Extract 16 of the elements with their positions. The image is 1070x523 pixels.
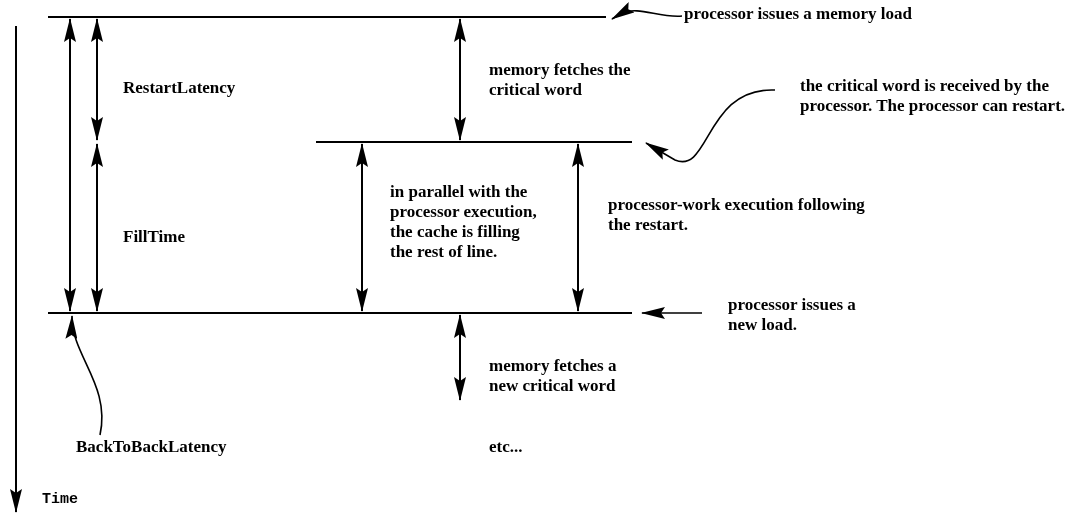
leader-arrow	[611, 2, 683, 20]
dimension-label: memory fetches a new critical word	[489, 356, 618, 396]
dimension-label: memory fetches the critical word	[489, 60, 632, 100]
axis-label: Time	[42, 490, 79, 510]
note-text: etc...	[489, 437, 524, 457]
annotation-text: the critical word is received by the processor. The processor can restart.	[800, 76, 1070, 116]
leader-arrow	[67, 315, 103, 436]
annotation-text: processor issues a memory load	[684, 4, 924, 24]
dimension-label: RestartLatency	[123, 78, 237, 98]
leader-arrow	[645, 89, 776, 163]
dimension-label: in parallel with the processor execution, the cache is filling the rest of line.	[390, 182, 538, 262]
dimension-label: FillTime	[123, 227, 186, 247]
annotation-text: processor issues a new load.	[728, 295, 888, 335]
dimension-label: processor-work execution following the restart.	[608, 195, 866, 235]
annotation-text: BackToBackLatency	[76, 437, 276, 457]
leader-arrow	[641, 307, 703, 319]
